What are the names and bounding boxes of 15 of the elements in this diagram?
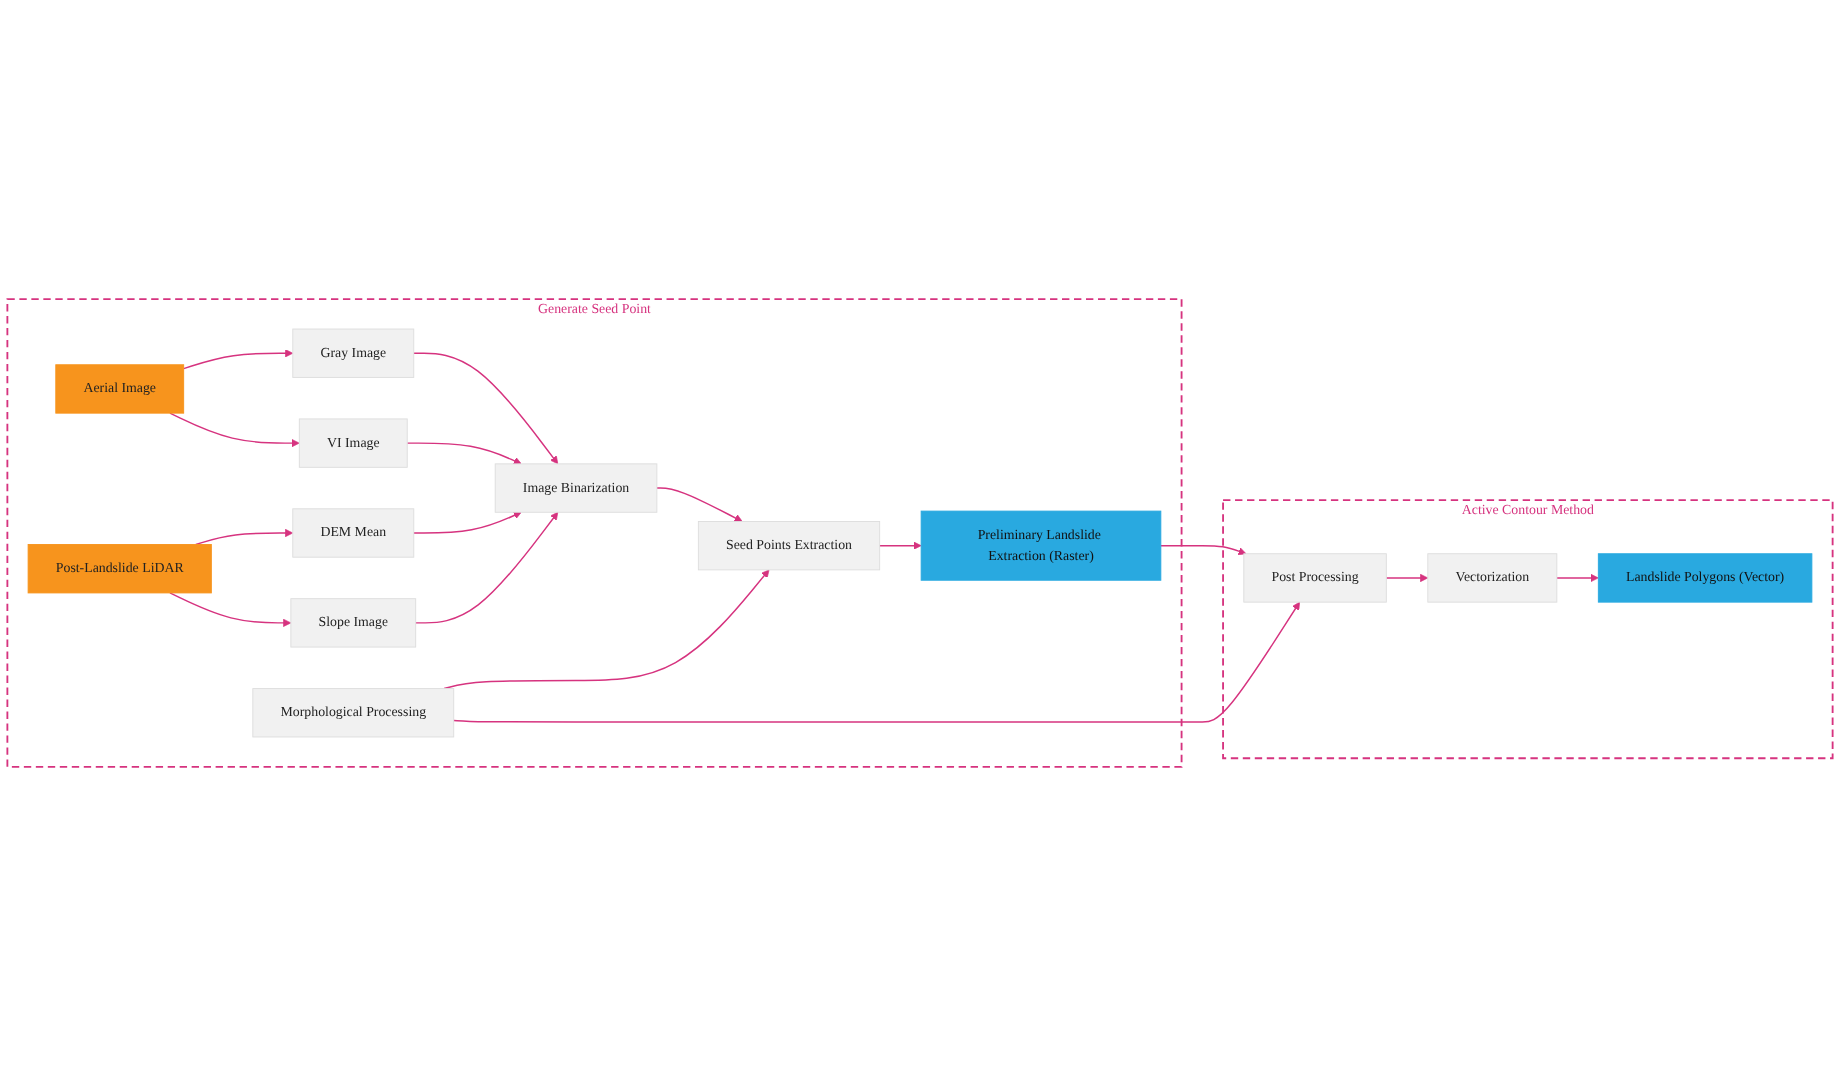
- arrow: [414, 511, 559, 624]
- arrow: [453, 601, 1300, 723]
- arrow: [182, 349, 294, 370]
- arrow: [656, 487, 743, 522]
- arrow: [413, 511, 522, 534]
- arrow: [413, 352, 559, 465]
- arrow: [443, 569, 770, 690]
- arrow: [169, 592, 292, 627]
- arrow: [878, 541, 922, 550]
- arrow: [1556, 573, 1599, 582]
- arrow: [1385, 573, 1429, 582]
- arrow: [169, 412, 300, 448]
- arrow: [406, 442, 522, 465]
- arrow: [195, 528, 294, 546]
- arrow: [1160, 544, 1247, 556]
